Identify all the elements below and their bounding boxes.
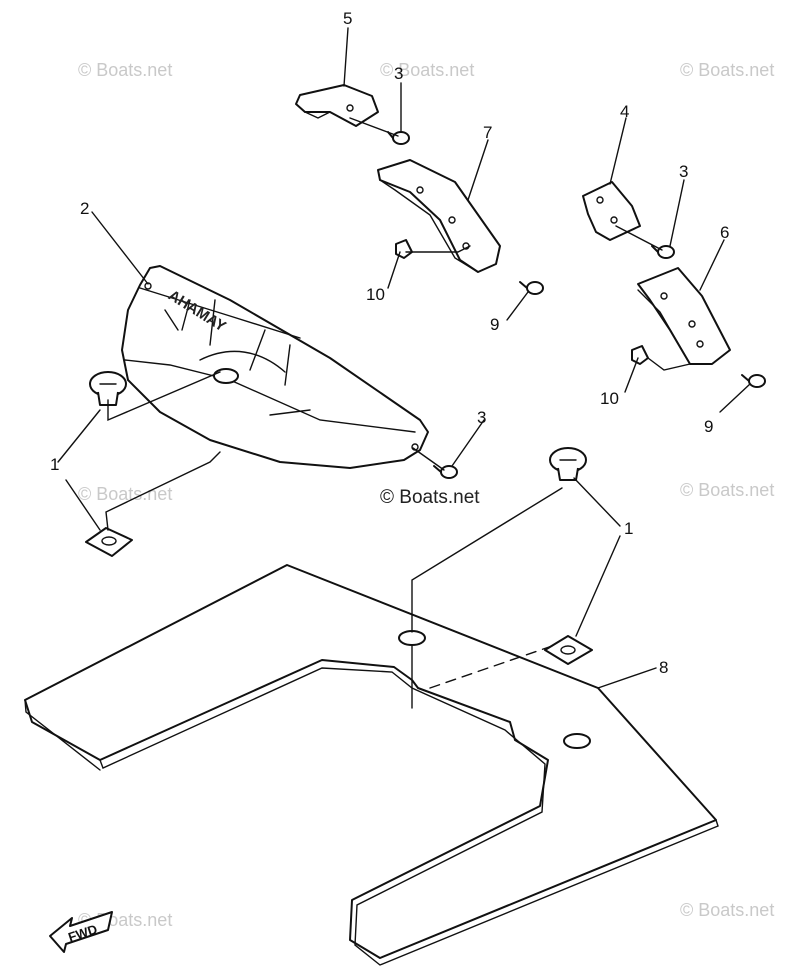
callout-2: 2 [80, 199, 89, 218]
grommet-left [89, 371, 127, 406]
grommet-right [549, 447, 587, 481]
screw-9-left [519, 281, 544, 295]
cover-hole [213, 368, 239, 384]
callout-5: 5 [343, 9, 352, 28]
plate-7-part [377, 159, 501, 273]
callout-3-lower: 3 [477, 408, 486, 427]
fasteners [387, 131, 766, 479]
callout-9-right: 9 [704, 417, 713, 436]
callout-7: 7 [483, 123, 492, 142]
callout-9-left: 9 [490, 315, 499, 334]
callout-8: 8 [659, 658, 668, 677]
watermark-mid-left: © Boats.net [78, 484, 172, 504]
watermark-mid-right: © Boats.net [680, 480, 774, 500]
plate-6-part [637, 267, 731, 365]
callout-4: 4 [620, 102, 629, 121]
callout-3-right: 3 [679, 162, 688, 181]
mat-hole-left [398, 630, 426, 646]
watermark-top-center: © Boats.net [380, 60, 474, 80]
screw-9-right [741, 374, 766, 388]
leader-lines [57, 27, 751, 709]
grommets [85, 371, 593, 665]
watermark-bottom-right: © Boats.net [680, 900, 774, 920]
bracket-5-part [295, 84, 379, 127]
clip-nut-right [544, 635, 593, 665]
screw-3-lower [433, 465, 458, 479]
bolt-10-right [631, 345, 649, 365]
screw-3-right [651, 245, 675, 259]
watermark-center: © Boats.net [380, 487, 480, 508]
callout-10-right: 10 [600, 389, 619, 408]
floor-mat-part [24, 564, 719, 966]
callout-1-left: 1 [50, 455, 59, 474]
clip-nut-left [85, 527, 133, 557]
callout-3-top: 3 [394, 64, 403, 83]
callout-1-right: 1 [624, 519, 633, 538]
watermark-top-right: © Boats.net [680, 60, 774, 80]
mat-hole-right [563, 733, 591, 749]
bracket-4-part [582, 181, 641, 241]
callout-6: 6 [720, 223, 729, 242]
callout-labels: 5 3 7 4 3 6 2 10 9 10 9 3 1 1 8 [50, 9, 729, 677]
callout-10-left: 10 [366, 285, 385, 304]
watermark-top-left: © Boats.net [78, 60, 172, 80]
